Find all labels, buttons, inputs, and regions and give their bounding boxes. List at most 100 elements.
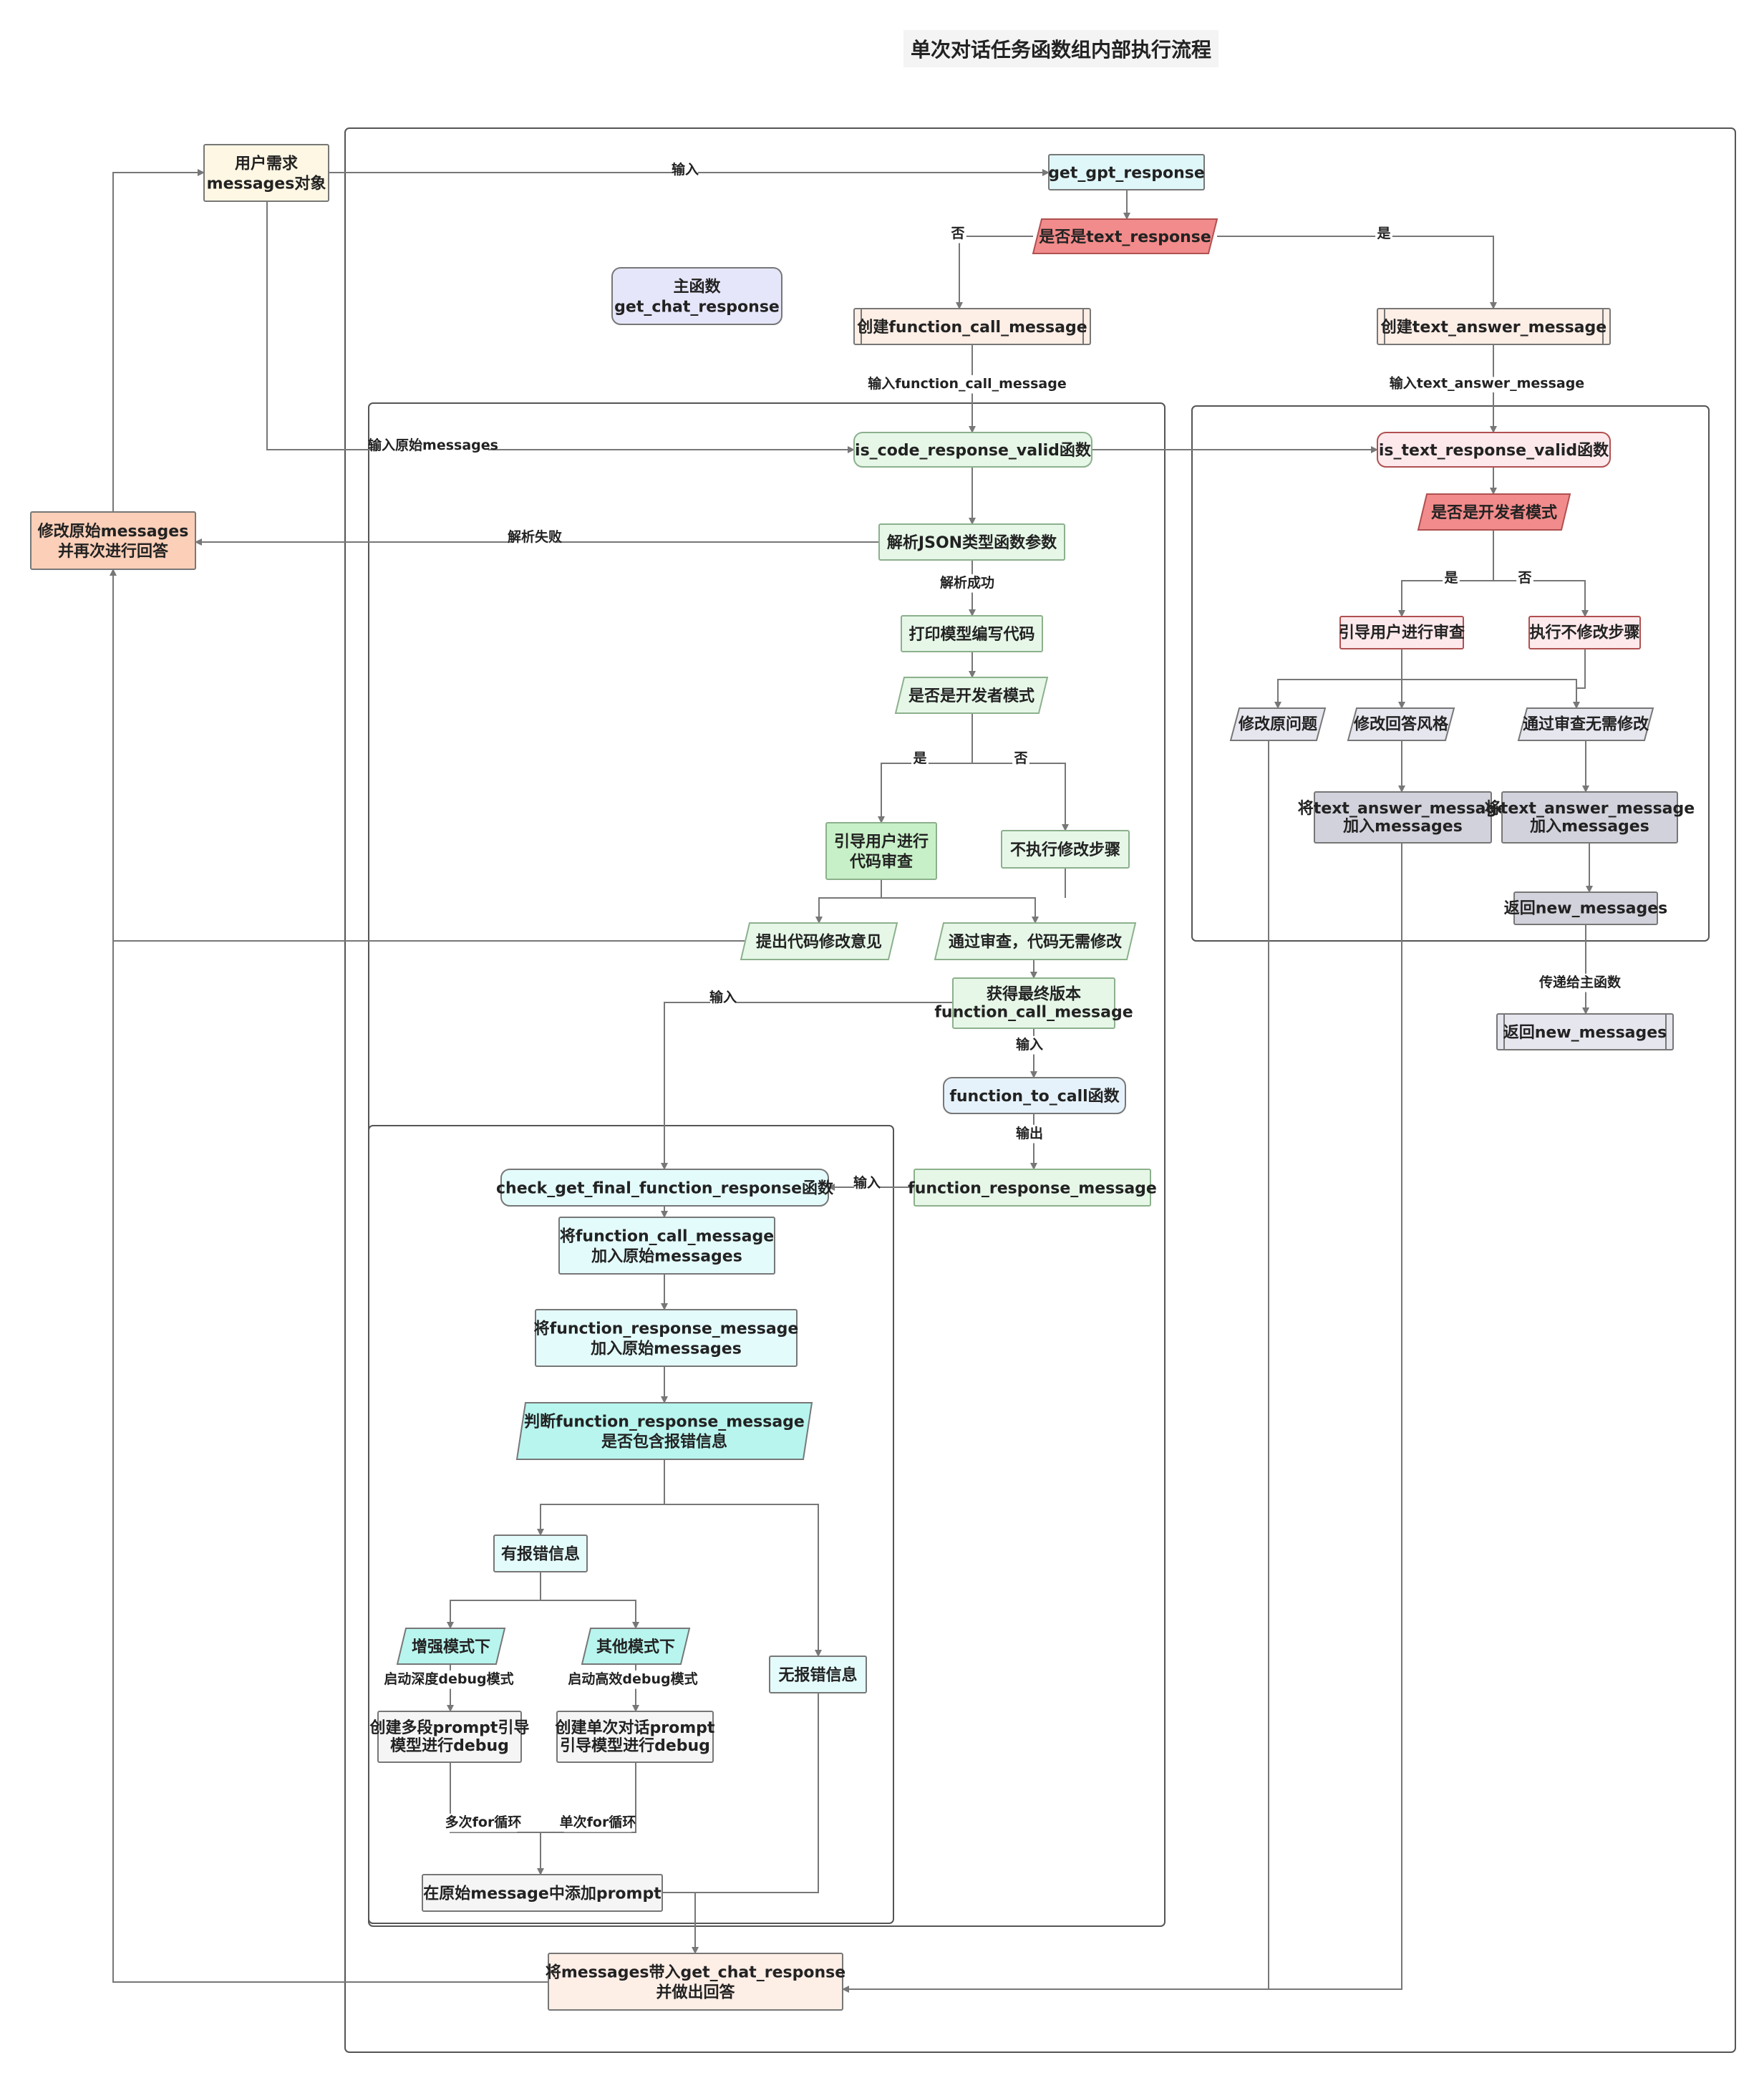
edge-label-bg — [710, 988, 736, 1007]
node-mod-style: 修改回答风格 — [1347, 707, 1455, 741]
edge-26 — [537, 1459, 665, 1536]
node-label: function_call_message — [934, 1003, 1133, 1021]
node-label: 将text_answer_message — [1298, 799, 1508, 818]
node-label: function_to_call函数 — [949, 1087, 1120, 1106]
node-label: 用户需求 — [235, 154, 298, 173]
edge-label-bg — [946, 574, 989, 593]
edge-label-yes-left: 是 — [913, 750, 926, 766]
edge-43 — [1576, 649, 1586, 689]
edge-15 — [881, 897, 1039, 924]
edge-label-output-call: 输出 — [1016, 1125, 1043, 1141]
node-label: get_chat_response — [614, 298, 780, 316]
edge-label-bg — [563, 1813, 632, 1832]
edge-label-bg — [378, 436, 488, 455]
node-label: 修改回答风格 — [1353, 715, 1449, 733]
diagram-title: 单次对话任务函数组内部执行流程 — [911, 38, 1211, 62]
node-label: is_text_response_valid函数 — [1379, 441, 1609, 460]
edge-label-input-top: 输入 — [672, 161, 699, 178]
node-is-dev-left: 是否是开发者模式 — [894, 677, 1049, 714]
node-label: 是否是text_response — [1039, 228, 1211, 246]
main-function-container — [344, 127, 1736, 2053]
node-label: get_gpt_response — [1048, 164, 1205, 182]
node-label: 提出代码修改意见 — [756, 932, 882, 951]
edge-label-single-loop: 单次for循环 — [560, 1814, 636, 1830]
node-func-to-call: function_to_call函数 — [943, 1077, 1126, 1114]
edge-label-input-ta: 输入text_answer_message — [1390, 375, 1584, 392]
node-label: 将function_call_message — [560, 1227, 774, 1245]
edge-35 — [662, 1892, 699, 1954]
node-label: messages对象 — [207, 174, 326, 193]
node-label: 修改原始messages — [37, 522, 189, 541]
node-get-gpt: get_gpt_response — [1048, 154, 1205, 190]
edge-14 — [815, 879, 882, 924]
node-guide-user: 引导用户进行审查 — [1339, 616, 1465, 649]
node-label: 创建多段prompt引导 — [369, 1719, 530, 1737]
node-label: 代码审查 — [849, 852, 913, 871]
node-pass-review: 通过审查，代码无需修改 — [934, 922, 1137, 960]
node-label: 返回new_messages — [1503, 1024, 1667, 1042]
edge-label-input-final: 输入 — [709, 989, 737, 1005]
node-label: 是否是开发者模式 — [1431, 503, 1557, 522]
node-create-ta: 创建text_answer_message — [1377, 308, 1611, 345]
node-is-text-valid: is_text_response_valid函数 — [1377, 432, 1611, 468]
node-label: 判断function_response_message — [524, 1412, 805, 1431]
edge-label-bg — [854, 1174, 880, 1193]
node-label: 打印模型编写代码 — [908, 625, 1034, 644]
edge-label-bg — [582, 1670, 684, 1689]
edge-label-bg — [1375, 224, 1392, 243]
node-label: 在原始message中添加prompt — [423, 1884, 662, 1903]
node-label: 主函数 — [673, 277, 721, 296]
text-response-container — [1191, 405, 1710, 942]
node-add-prompt: 在原始message中添加prompt — [422, 1874, 663, 1912]
edge-label-bg — [1407, 377, 1566, 392]
edge-label-input-fc: 输入function_call_message — [868, 375, 1066, 392]
edge-label-pass-main: 传递给主函数 — [1538, 974, 1622, 990]
node-label: check_get_final_function_response函数 — [496, 1179, 834, 1197]
edge-label-bg — [398, 1670, 500, 1689]
edge-label-no-left: 否 — [1013, 750, 1027, 766]
edge-42 — [1402, 679, 1580, 709]
node-label: 执行不修改步骤 — [1529, 623, 1639, 642]
node-propose-mod: 提出代码修改意见 — [740, 922, 898, 960]
edge-13 — [972, 763, 1069, 831]
edge-29 — [541, 1600, 639, 1629]
edge-label-fast-debug: 启动高效debug模式 — [568, 1671, 697, 1687]
edge-27 — [664, 1504, 822, 1657]
node-return-new-outer: 返回new_messages — [1496, 1013, 1674, 1050]
code-response-container — [368, 402, 1166, 1927]
edge-label-bg — [911, 749, 929, 768]
edge-17 — [110, 569, 745, 942]
node-mod-question: 修改原问题 — [1229, 707, 1327, 741]
node-label: 创建text_answer_message — [1380, 319, 1606, 337]
edge-label-bg — [672, 160, 698, 180]
node-enhanced: 增强模式下 — [396, 1628, 506, 1665]
node-label: 通过审查，代码无需修改 — [949, 932, 1123, 951]
node-is-dev-right: 是否是开发者模式 — [1417, 493, 1571, 531]
node-label: 不执行修改步骤 — [1010, 841, 1120, 859]
node-label: 引导用户进行 — [834, 832, 929, 851]
edge-label-yes-top: 是 — [1377, 226, 1390, 241]
node-label: 并再次进行回答 — [58, 542, 169, 561]
edge-label-bg — [449, 1813, 518, 1832]
node-label: 加入原始messages — [591, 1247, 742, 1265]
edge-label-bg — [1550, 973, 1610, 992]
edge-6 — [266, 201, 855, 453]
node-is-text: 是否是text_response — [1032, 218, 1218, 254]
edge-2 — [956, 236, 1033, 309]
node-create-fc: 创建function_call_message — [853, 308, 1091, 345]
node-other-mode: 其他模式下 — [581, 1628, 691, 1665]
node-label: 修改原问题 — [1238, 715, 1318, 733]
edge-label-input-call: 输入 — [1016, 1036, 1043, 1053]
node-label: 加入原始messages — [590, 1339, 742, 1358]
node-label: 是否是开发者模式 — [908, 687, 1034, 705]
edge-49 — [1269, 843, 1402, 1990]
edge-39 — [1493, 580, 1589, 617]
node-label: 引导模型进行debug — [560, 1736, 710, 1755]
node-label: 将messages带入get_chat_response — [546, 1963, 845, 1981]
edge-label-yes-right: 是 — [1444, 570, 1458, 586]
